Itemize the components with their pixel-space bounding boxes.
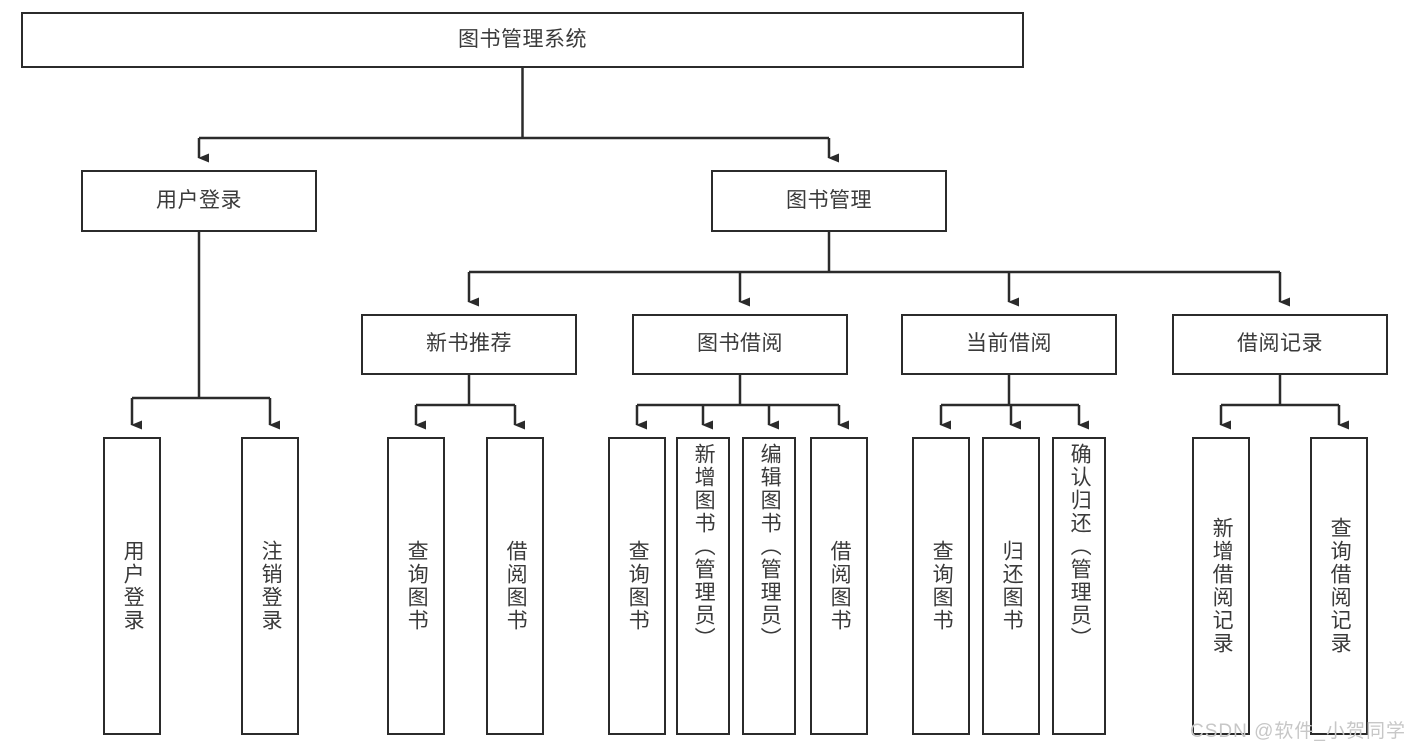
node-leaf-record-add[interactable]: 新增借阅记录 <box>1192 437 1250 735</box>
node-leaf-rec-query-book[interactable]: 查询图书 <box>387 437 445 735</box>
node-leaf-borrow-edit-book[interactable]: 编辑图书（管理员） <box>742 437 796 735</box>
node-leaf-borrow-borrow-book[interactable]: 借阅图书 <box>810 437 868 735</box>
node-label: 用户登录 <box>121 540 145 632</box>
node-root[interactable]: 图书管理系统 <box>21 12 1024 68</box>
node-current-borrow[interactable]: 当前借阅 <box>901 314 1117 375</box>
node-label: 注销登录 <box>259 540 283 632</box>
node-label: 借阅记录 <box>1237 332 1323 356</box>
node-label: 查询图书 <box>626 540 650 632</box>
node-leaf-user-logout[interactable]: 注销登录 <box>241 437 299 735</box>
node-new-book-rec[interactable]: 新书推荐 <box>361 314 577 375</box>
node-label: 借阅图书 <box>504 540 528 632</box>
node-book-manage[interactable]: 图书管理 <box>711 170 947 232</box>
node-label: 确认归还（管理员） <box>1068 443 1092 650</box>
node-leaf-current-query-book[interactable]: 查询图书 <box>912 437 970 735</box>
node-leaf-borrow-add-book[interactable]: 新增图书（管理员） <box>676 437 730 735</box>
node-label: 归还图书 <box>1000 540 1024 632</box>
node-label: 查询图书 <box>405 540 429 632</box>
node-label: 新书推荐 <box>426 332 512 356</box>
node-label: 图书管理系统 <box>458 27 587 51</box>
node-leaf-current-confirm-return[interactable]: 确认归还（管理员） <box>1052 437 1106 735</box>
node-label: 图书借阅 <box>697 332 783 356</box>
node-leaf-user-login[interactable]: 用户登录 <box>103 437 161 735</box>
node-label: 用户登录 <box>156 188 242 212</box>
node-label: 编辑图书（管理员） <box>758 443 782 650</box>
node-leaf-record-query[interactable]: 查询借阅记录 <box>1310 437 1368 735</box>
csdn-watermark: CSDN @软件_小贺同学 <box>1190 721 1405 742</box>
node-label: 查询借阅记录 <box>1328 517 1352 655</box>
node-label: 查询图书 <box>930 540 954 632</box>
node-label: 当前借阅 <box>966 332 1052 356</box>
node-leaf-rec-borrow-book[interactable]: 借阅图书 <box>486 437 544 735</box>
node-leaf-borrow-query-book[interactable]: 查询图书 <box>608 437 666 735</box>
node-label: 新增借阅记录 <box>1210 517 1234 655</box>
node-user-login[interactable]: 用户登录 <box>81 170 317 232</box>
node-label: 图书管理 <box>786 188 872 212</box>
node-label: 借阅图书 <box>828 540 852 632</box>
node-label: 新增图书（管理员） <box>692 443 716 650</box>
node-leaf-current-return-book[interactable]: 归还图书 <box>982 437 1040 735</box>
node-book-borrow[interactable]: 图书借阅 <box>632 314 848 375</box>
node-borrow-record[interactable]: 借阅记录 <box>1172 314 1388 375</box>
